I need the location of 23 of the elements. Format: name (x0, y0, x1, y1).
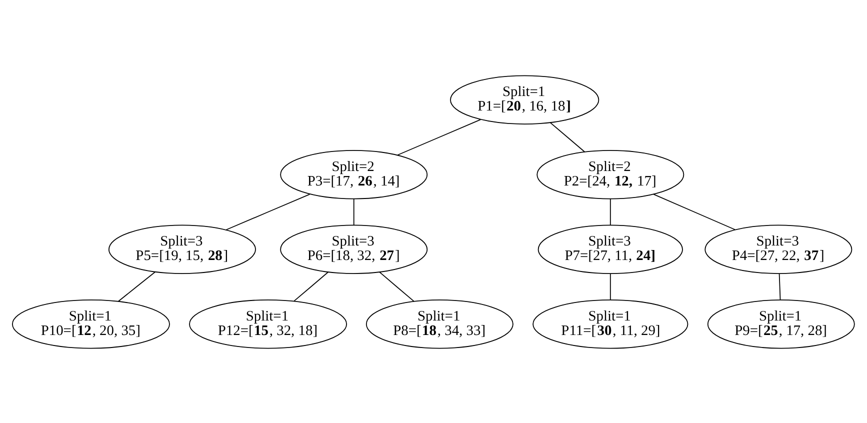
node-ellipse: Split=2 P2=[24, 12, 17] (536, 150, 684, 199)
node-ellipse: Split=3 P6=[18, 32, 27] (280, 224, 428, 274)
connector (778, 272, 781, 300)
node-ellipse: Split=1 P10=[12, 20, 35] (12, 299, 170, 348)
connector (294, 271, 329, 302)
connector (653, 193, 736, 230)
connector (226, 193, 310, 230)
node-ellipse: Split=3 P4=[27, 22, 37] (704, 224, 852, 274)
node-ellipse: Split=1 P12=[15, 32, 18] (189, 299, 348, 348)
connector (118, 271, 156, 302)
connector (610, 272, 611, 300)
node-ellipse: Split=3 P5=[19, 15, 28] (108, 224, 256, 274)
connector (379, 271, 414, 302)
node-ellipse: Split=1 P8=[18, 34, 33] (366, 299, 514, 348)
connector (610, 198, 611, 225)
node-ellipse: Split=1 P11=[30, 11, 29] (532, 299, 688, 348)
node-ellipse: Split=2 P3=[17, 26, 14] (280, 150, 428, 199)
node-ellipse: Split=1 P1=[20, 16, 18] (450, 74, 600, 124)
node-ellipse: Split=1 P9=[25, 17, 28] (707, 299, 855, 348)
connector (353, 198, 354, 225)
connector (550, 122, 586, 152)
connector (397, 118, 482, 155)
node-ellipse: Split=3 P7=[27, 11, 24] (538, 224, 683, 274)
